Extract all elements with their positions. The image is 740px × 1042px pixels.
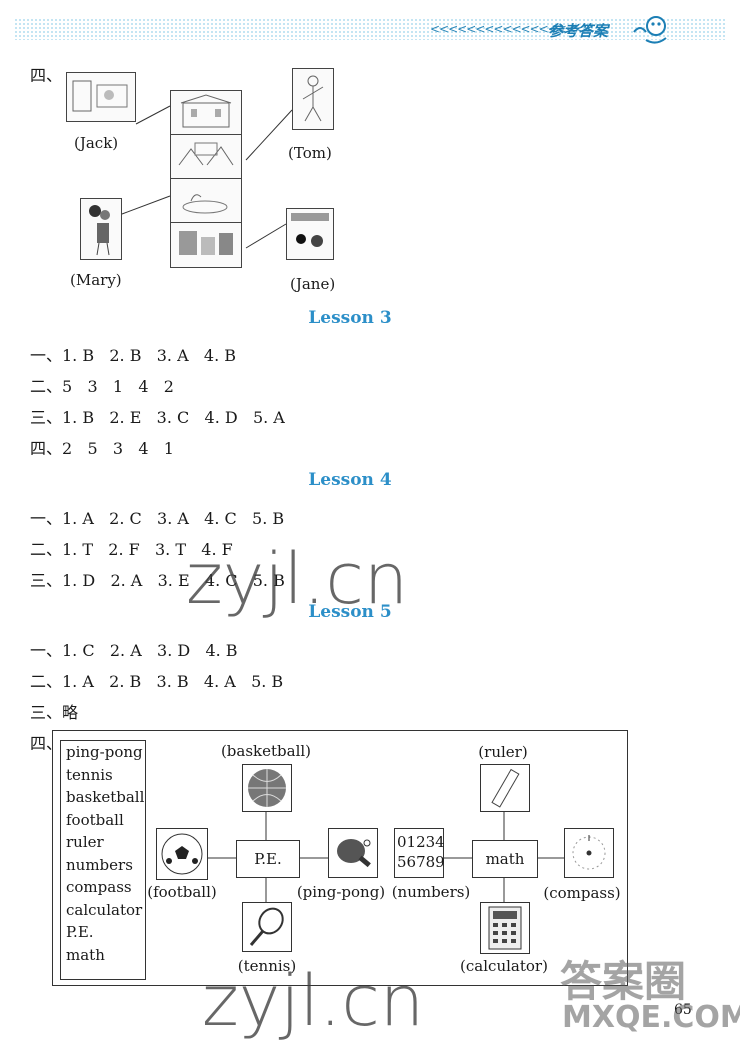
lesson4-line-2: 二、1. T 2. F 3. T 4. F [30, 540, 233, 559]
word-list-item: tennis [66, 765, 113, 784]
page-number: 65 [674, 1002, 692, 1018]
section-four-label: 四、 [30, 66, 63, 85]
mary-picture [80, 198, 122, 260]
playground-picture [170, 134, 242, 180]
word-list: ping-pong tennis basketball football rul… [60, 740, 146, 980]
word-list-item: compass [66, 878, 132, 896]
word-list-item: football [66, 810, 124, 829]
lesson5-line-1: 一、1. C 2. A 3. D 4. B [30, 641, 238, 660]
calculator-icon [480, 902, 530, 954]
word-list-item: ping-pong [66, 743, 143, 761]
name-mary: (Mary) [70, 271, 122, 289]
lesson4-line-1: 一、1. A 2. C 3. A 4. C 5. B [30, 509, 285, 528]
lesson4-line-3: 三、1. D 2. A 3. E 4. C 5. B [30, 571, 285, 590]
word-list-item: calculator [66, 900, 143, 919]
building-picture [170, 90, 242, 136]
header-chevrons: <<<<<<<<<<<<<<<<<< [430, 22, 594, 36]
lesson3-line-3: 三、1. B 2. E 3. C 4. D 5. A [30, 408, 285, 427]
ruler-icon [480, 764, 530, 812]
caption-compass: (compass) [543, 884, 621, 902]
math-node: math [472, 840, 538, 878]
football-icon [156, 828, 208, 880]
caption-calculator: (calculator) [460, 957, 548, 975]
lesson3-line-1: 一、1. B 2. B 3. A 4. B [30, 346, 237, 365]
name-tom: (Tom) [288, 144, 332, 162]
lesson3-line-2: 二、5 3 1 4 2 [30, 377, 174, 396]
vocab-diagram-frame [52, 730, 628, 986]
lesson5-part4-label: 四、 [30, 734, 63, 753]
name-jack: (Jack) [74, 134, 119, 152]
caption-basketball: (basketball) [220, 742, 312, 760]
lesson5-line-3: 三、略 [30, 703, 79, 722]
compass-icon [564, 828, 614, 878]
header-title: 参考答案 [548, 22, 609, 40]
ping-pong-icon [328, 828, 378, 878]
classroom-picture [170, 222, 242, 268]
caption-ping-pong: (ping-pong) [296, 883, 386, 901]
caption-football: (football) [147, 883, 217, 901]
mascot-icon [626, 12, 672, 50]
caption-ruler: (ruler) [478, 743, 528, 761]
lesson5-line-2: 二、1. A 2. B 3. B 4. A 5. B [30, 672, 284, 691]
matching-lines [121, 105, 293, 249]
caption-tennis: (tennis) [237, 957, 297, 975]
watermark-main: zyjl.cn [186, 538, 409, 620]
tennis-icon [242, 902, 292, 952]
lesson5-title: Lesson 5 [308, 602, 392, 622]
pe-node: P.E. [236, 840, 300, 878]
watermark-corner-top: 答案圈 [560, 957, 687, 1006]
basketball-icon [242, 764, 292, 812]
numbers-card: 01234 56789 [394, 828, 445, 878]
word-list-item: math [66, 945, 105, 964]
word-list-item: basketball [66, 788, 145, 806]
lesson4-title: Lesson 4 [308, 470, 392, 490]
jane-picture [286, 208, 334, 260]
jack-picture [66, 72, 136, 122]
word-list-item: numbers [66, 855, 133, 874]
word-list-item: ruler [66, 833, 104, 851]
word-list-item: P.E. [66, 923, 94, 941]
animal-picture [170, 178, 242, 224]
watermark-main-bottom: zyjl.cn [202, 960, 425, 1042]
header-band [14, 18, 726, 40]
caption-numbers: (numbers) [391, 883, 471, 901]
name-jane: (Jane) [290, 275, 336, 293]
tom-picture [292, 68, 334, 130]
lesson3-title: Lesson 3 [308, 308, 392, 328]
numbers-text-row-1: 01234 [397, 833, 445, 851]
lesson3-line-4: 四、2 5 3 4 1 [30, 439, 174, 458]
watermark-corner-bottom: MXQE.COM [562, 1000, 740, 1035]
numbers-text-row-2: 56789 [397, 853, 445, 871]
